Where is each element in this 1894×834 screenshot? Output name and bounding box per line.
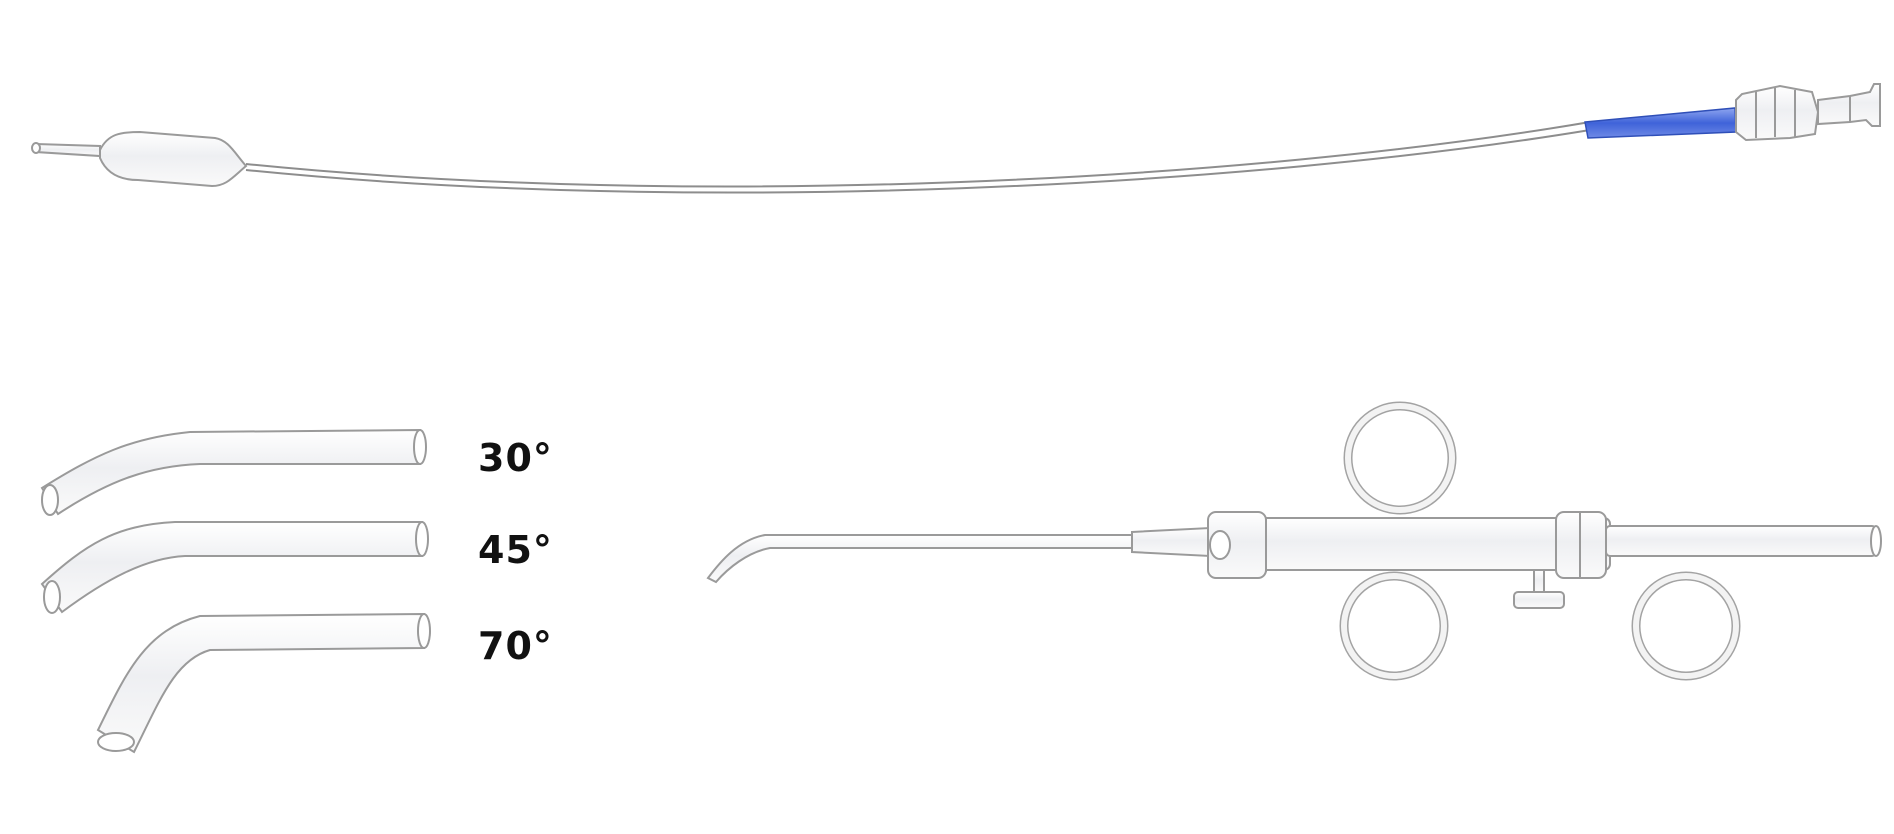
catheter-tip — [35, 142, 101, 158]
bent-tip-45 — [40, 521, 429, 614]
syringe-knob — [1513, 591, 1565, 609]
bent-tip-70 — [96, 612, 431, 754]
angle-label-70: 70° — [478, 624, 553, 668]
catheter-shaft — [245, 121, 1591, 188]
catheter-balloon — [99, 130, 248, 188]
syringe-cannula — [706, 534, 1136, 584]
catheter-strain-relief — [1584, 107, 1737, 139]
bent-tip-30 — [40, 428, 427, 516]
angle-label-45: 45° — [478, 528, 553, 572]
ring-handle-syringe — [706, 401, 1882, 681]
angle-label-30: 30° — [478, 436, 553, 480]
balloon-catheter — [31, 83, 1881, 194]
syringe-barrel — [1209, 517, 1611, 571]
catheter-luer-hub — [1735, 84, 1820, 142]
